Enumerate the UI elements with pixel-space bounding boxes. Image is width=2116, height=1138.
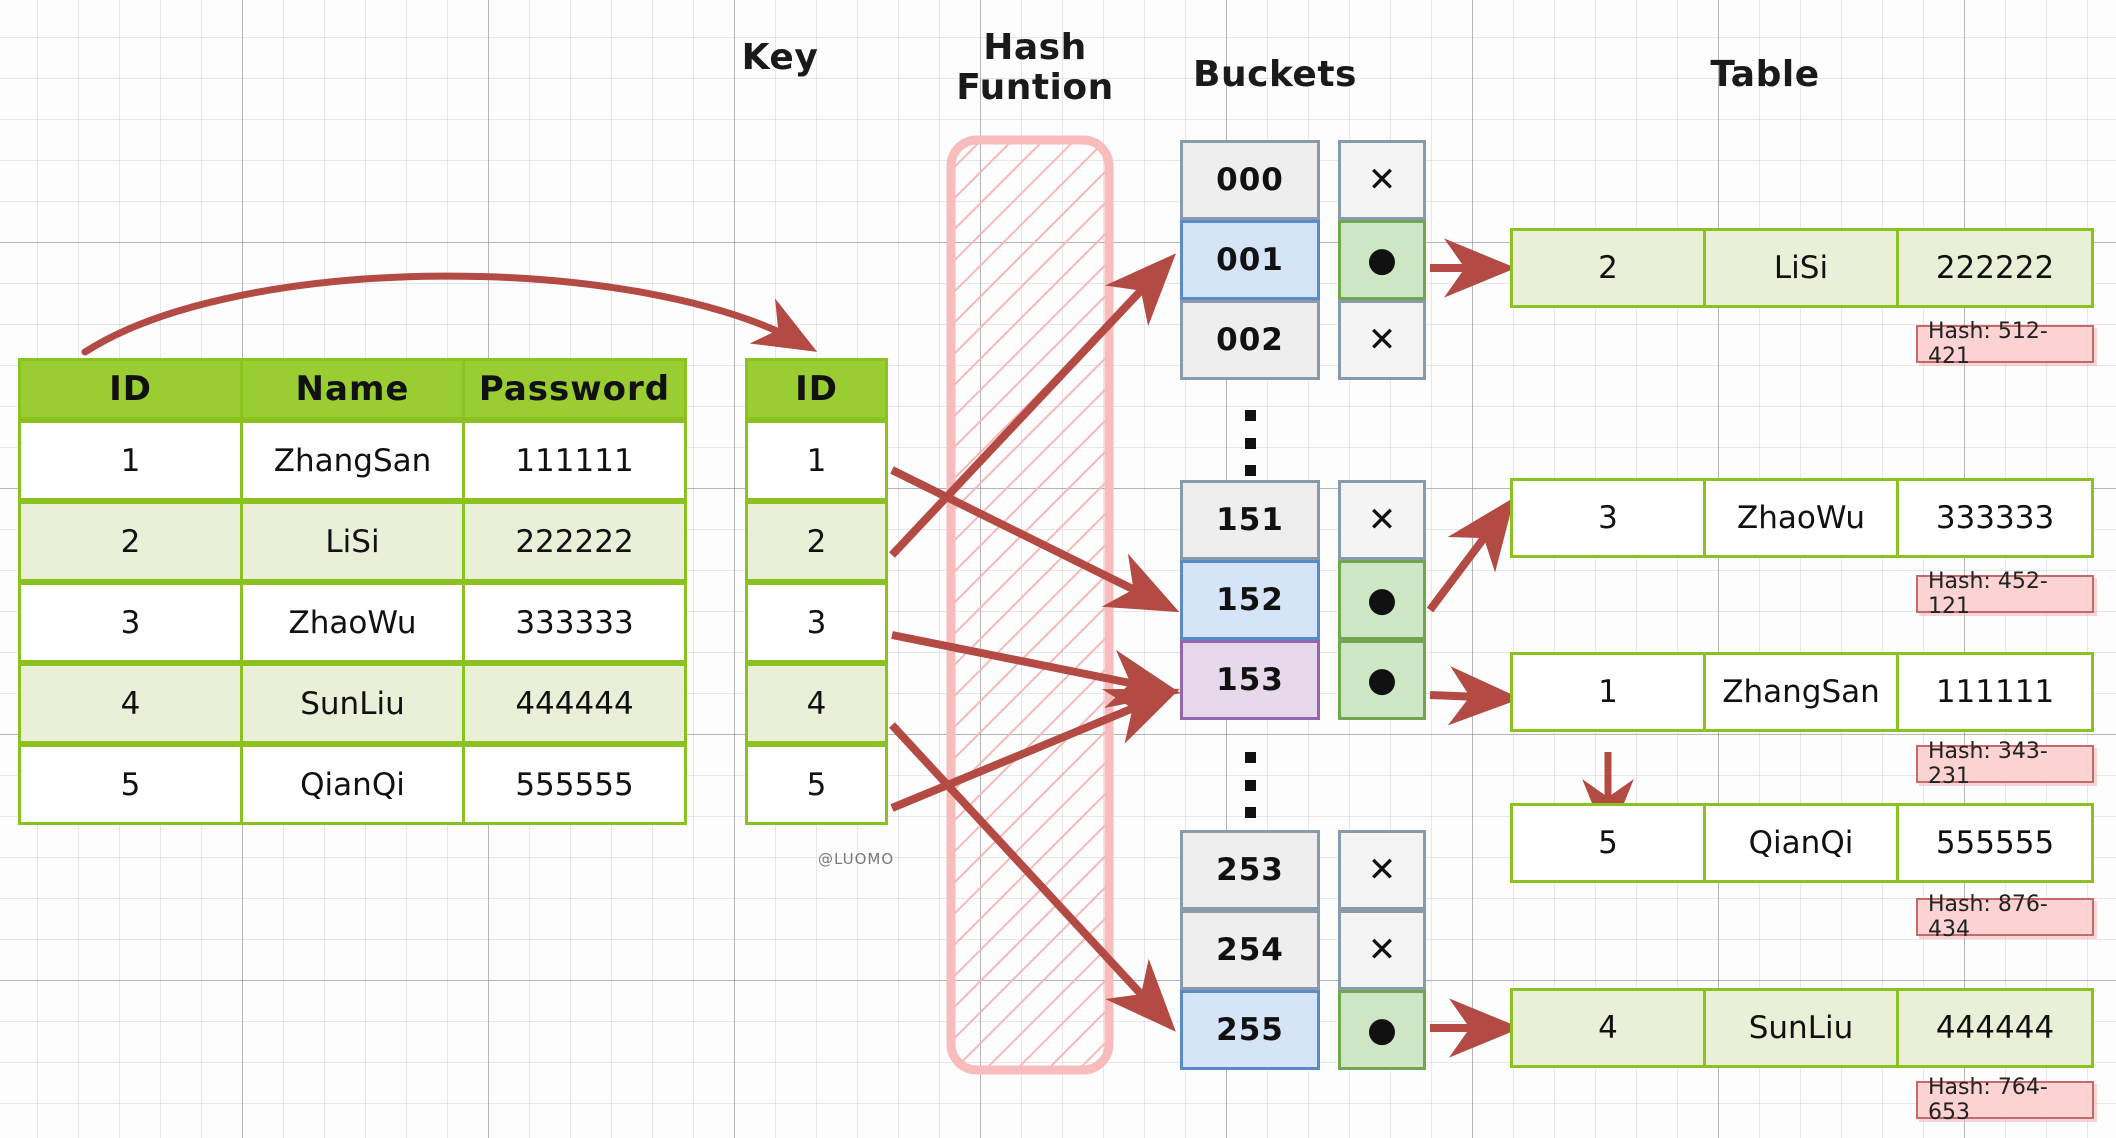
watermark: @LUOMO [818,850,895,868]
bucket-pointer-cell[interactable]: ● [1338,990,1426,1070]
source-table-cell-name: LiSi [240,501,465,582]
bucket-index-cell[interactable]: 255 [1180,990,1320,1070]
arrow-bucket152-to-record-3 [1426,497,1515,613]
record-hash-badge: Hash: 343-231 [1916,739,2094,789]
record-hash-badge: Hash: 452-121 [1916,569,2094,619]
record-cell-password: 111111 [1896,652,2094,732]
arrow-key4-to-bucket255 [889,722,1176,1032]
bucket-pointer-cell[interactable]: ● [1338,560,1426,640]
record-cell-name: LiSi [1703,228,1899,308]
source-table-cell-password: 333333 [462,582,687,663]
title-key: Key [741,37,819,78]
title-hash-function-line2: Funtion [956,67,1114,109]
source-table-cell-password: 444444 [462,663,687,744]
record-cell-password: 333333 [1896,478,2094,558]
source-table-cell-password: 555555 [462,744,687,825]
bucket-pointer-cell[interactable]: ✕ [1338,480,1426,560]
record-cell-name: SunLiu [1703,988,1899,1068]
arrow-bucket153-to-record-1 [1429,666,1521,726]
record-hash-badge: Hash: 876-434 [1916,892,2094,942]
bucket-index-cell[interactable]: 253 [1180,830,1320,910]
source-table-cell-id: 1 [18,420,243,501]
arrow-key1-to-bucket152 [890,466,1180,613]
record-cell-password: 555555 [1896,803,2094,883]
bucket-index-cell[interactable]: 153 [1180,640,1320,720]
arrow-key2-to-bucket001 [889,253,1176,558]
source-table-header-name: Name [240,358,465,420]
source-table-cell-id: 5 [18,744,243,825]
source-table-cell-name: QianQi [240,744,465,825]
key-column-cell: 4 [745,663,888,744]
source-table-cell-id: 4 [18,663,243,744]
key-column-header: ID [745,358,888,420]
source-table-header-id: ID [18,358,243,420]
key-column-cell: 5 [745,744,888,825]
bucket-index-cell[interactable]: 152 [1180,560,1320,640]
bucket-index-cell[interactable]: 254 [1180,910,1320,990]
key-column-cell: 2 [745,501,888,582]
record-cell-password: 444444 [1896,988,2094,1068]
source-table-cell-password: 111111 [462,420,687,501]
bucket-index-cell[interactable]: 002 [1180,300,1320,380]
bucket-pointer-cell[interactable]: ● [1338,640,1426,720]
bucket-pointer-cell[interactable]: ✕ [1338,910,1426,990]
source-table-cell-id: 2 [18,501,243,582]
source-table-cell-name: ZhaoWu [240,582,465,663]
record-cell-id: 3 [1510,478,1706,558]
record-cell-id: 2 [1510,228,1706,308]
arrow-key5-to-bucket153 [890,688,1180,812]
bucket-ellipsis [1243,410,1257,476]
source-table-cell-name: ZhangSan [240,420,465,501]
record-hash-badge: Hash: 764-653 [1916,1075,2094,1125]
record-cell-password: 222222 [1896,228,2094,308]
bucket-pointer-cell[interactable]: ✕ [1338,140,1426,220]
title-buckets: Buckets [1193,54,1357,95]
source-table-cell-id: 3 [18,582,243,663]
arrow-id-to-key [81,272,818,356]
source-table-header-password: Password [462,358,687,420]
record-cell-name: ZhangSan [1703,652,1899,732]
bucket-pointer-cell[interactable]: ✕ [1338,830,1426,910]
arrow-key3-to-bucket153 [891,631,1181,708]
key-column-cell: 3 [745,582,888,663]
bucket-index-cell[interactable]: 001 [1180,220,1320,300]
bucket-ellipsis [1243,752,1257,818]
record-cell-name: QianQi [1703,803,1899,883]
record-cell-id: 5 [1510,803,1706,883]
title-hash-function-line1: Hash [983,27,1087,68]
bucket-index-cell[interactable]: 151 [1180,480,1320,560]
key-column-cell: 1 [745,420,888,501]
source-table-cell-name: SunLiu [240,663,465,744]
bucket-pointer-cell[interactable]: ● [1338,220,1426,300]
source-table-cell-password: 222222 [462,501,687,582]
bucket-pointer-cell[interactable]: ✕ [1338,300,1426,380]
title-table: Table [1710,54,1820,95]
bucket-index-cell[interactable]: 000 [1180,140,1320,220]
record-cell-id: 1 [1510,652,1706,732]
record-hash-badge: Hash: 512-421 [1916,319,2094,369]
record-cell-name: ZhaoWu [1703,478,1899,558]
record-cell-id: 4 [1510,988,1706,1068]
title-hash-function: Hash Funtion [920,27,1150,109]
